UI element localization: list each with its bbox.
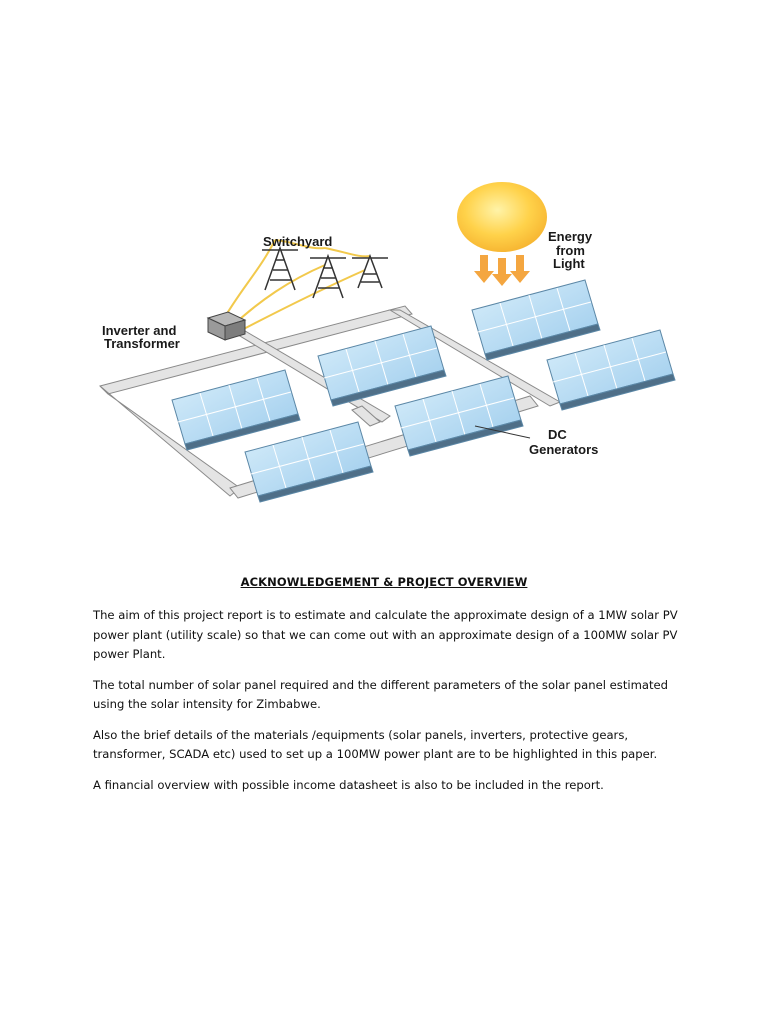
- dc-pointer-line: [474, 425, 531, 439]
- energy-arrows: [474, 255, 530, 286]
- inverter-label-line2: Transformer: [104, 336, 180, 351]
- solar-plant-illustration: Switchyard Energy from Light Inverter an…: [99, 182, 676, 503]
- power-cables: [221, 239, 371, 333]
- inverter-label-line1: Inverter and: [102, 323, 176, 338]
- solar-panel-array: [171, 279, 676, 503]
- solar-panel: [244, 421, 374, 503]
- switchyard-label: Switchyard: [263, 234, 332, 249]
- energy-label-line2: from: [556, 243, 585, 258]
- section-heading: ACKNOWLEDGEMENT & PROJECT OVERVIEW: [240, 575, 528, 589]
- solar-panel: [546, 329, 676, 411]
- energy-label-line1: Energy: [548, 229, 593, 244]
- solar-panel: [171, 369, 301, 451]
- sun-icon: [457, 182, 547, 252]
- dc-label-line2: Generators: [529, 442, 598, 457]
- solar-panel: [471, 279, 601, 361]
- solar-panel: [394, 375, 524, 457]
- dc-label-line1: DC: [548, 427, 567, 442]
- solar-plant-diagram: Switchyard Energy from Light Inverter an…: [90, 170, 690, 510]
- inverter-transformer-icon: [206, 311, 247, 341]
- transmission-tower-icons: [262, 245, 388, 299]
- paragraph-aim: The aim of this project report is to est…: [93, 608, 678, 661]
- document-body: The aim of this project report is to est…: [93, 606, 683, 806]
- paragraph-materials: Also the brief details of the materials …: [93, 727, 658, 762]
- solar-panel: [317, 325, 447, 407]
- energy-label-line3: Light: [553, 256, 585, 271]
- paragraph-financial: A financial overview with possible incom…: [93, 777, 604, 792]
- paragraph-panels: The total number of solar panel required…: [93, 677, 669, 712]
